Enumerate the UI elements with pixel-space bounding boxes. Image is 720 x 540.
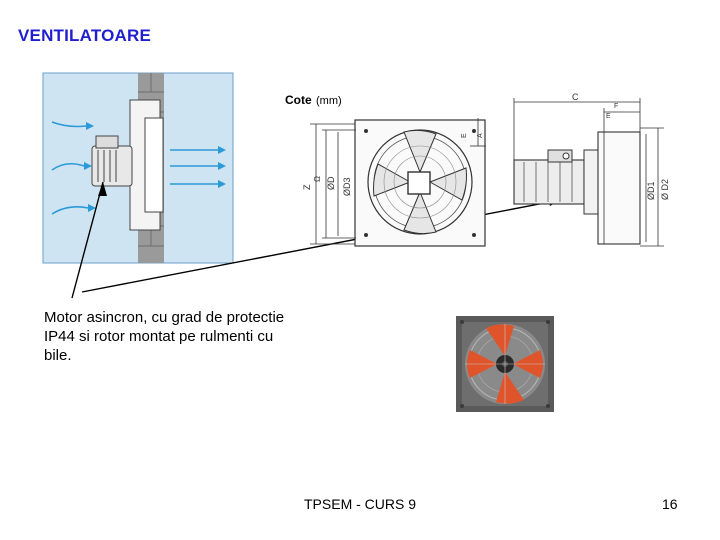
label-f: F: [614, 103, 618, 110]
footer-course: TPSEM - CURS 9: [304, 496, 417, 512]
label-e: E: [606, 113, 611, 120]
label-z: Z: [302, 184, 312, 190]
motor-caption: Motor asincron, cu grad de protectie IP4…: [44, 309, 285, 364]
fan-photo: [456, 316, 554, 412]
dimension-drawing: [310, 98, 664, 247]
fan-installation-illustration: [42, 72, 234, 264]
dimension-unit: (mm): [316, 95, 342, 107]
label-d1: ØD1: [646, 181, 656, 200]
label-c: C: [572, 92, 579, 102]
label-d2: Ø D2: [660, 179, 670, 200]
dimension-heading: Cote: [285, 93, 312, 107]
label-top-e: E: [461, 133, 468, 138]
label-omega: Ω: [313, 176, 322, 182]
label-a: A: [477, 133, 484, 138]
page-number: 16: [662, 496, 678, 512]
label-d3: ØD3: [342, 177, 352, 196]
slide-title: VENTILATOARE: [18, 26, 152, 45]
label-d: ØD: [326, 176, 336, 190]
